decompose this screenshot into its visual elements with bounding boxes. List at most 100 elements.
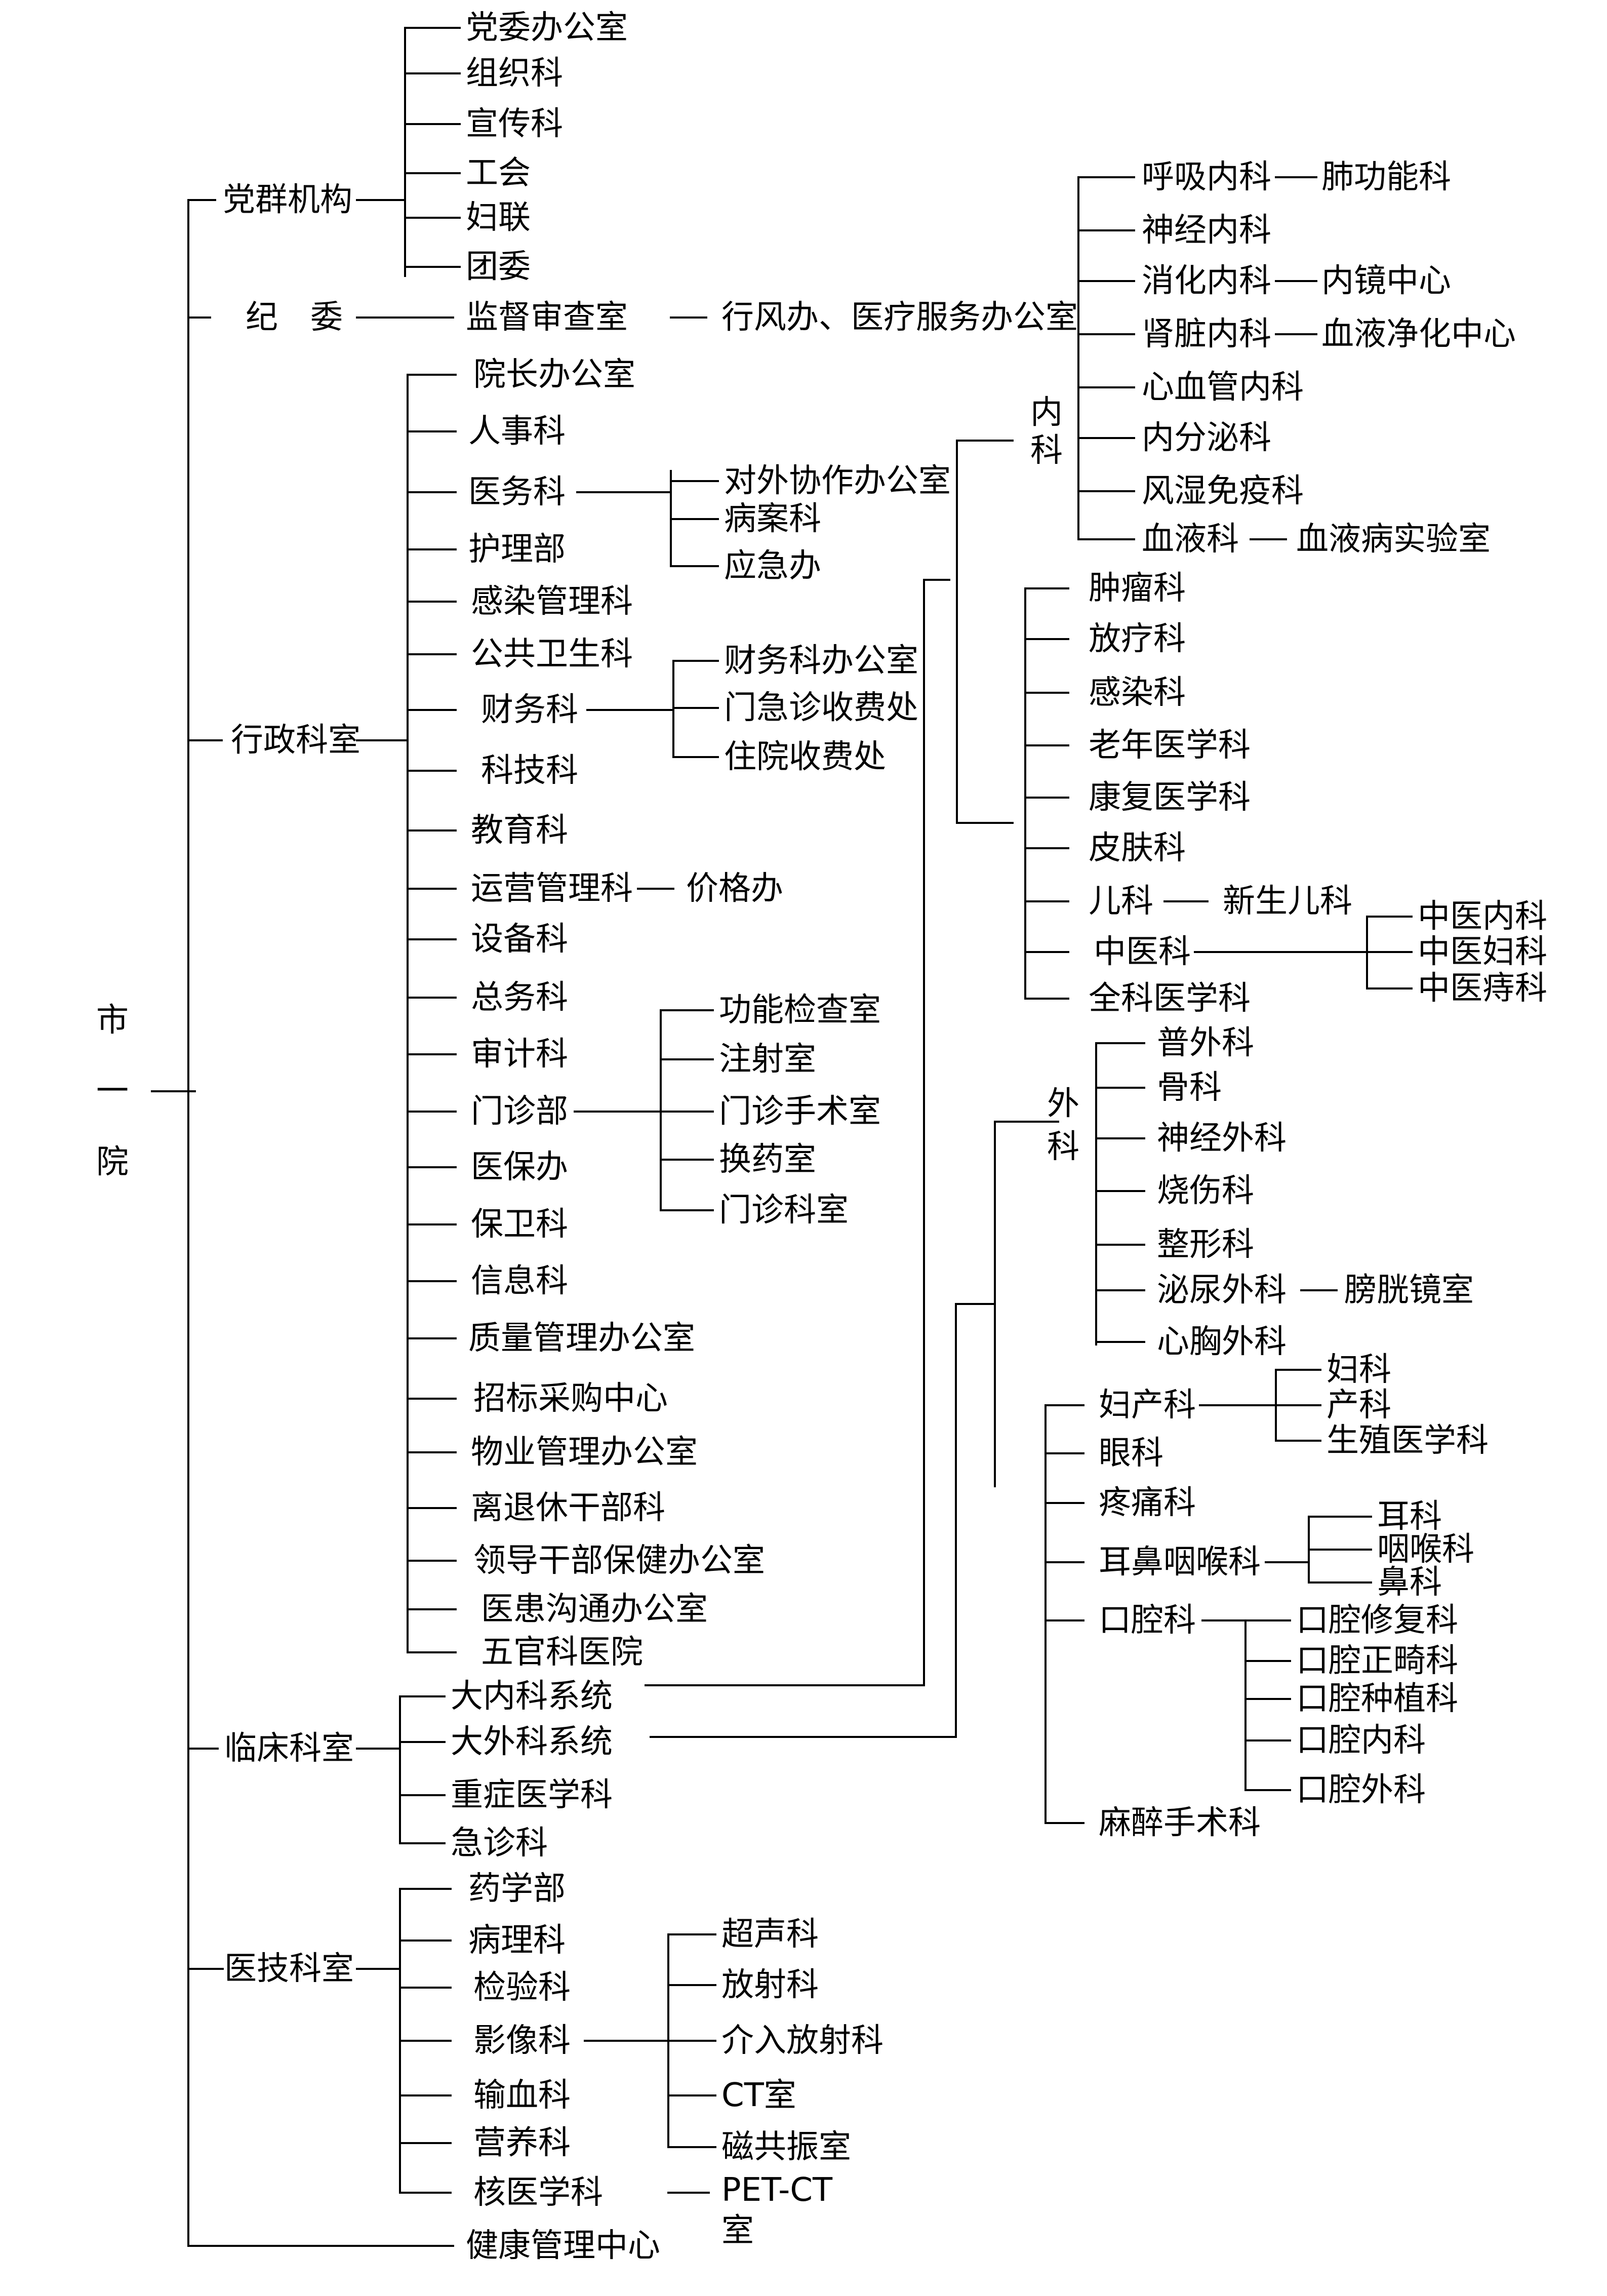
party-item: 妇联 [466, 199, 531, 236]
surgical-item: 心胸外科 [1157, 1323, 1287, 1361]
nuclear-sub: PET-CT [721, 2171, 833, 2209]
admin-item: 运营管理科 [471, 870, 633, 907]
admin-sub-item: 门诊科室 [719, 1192, 849, 1229]
imaging-sub: 超声科 [721, 1916, 819, 1953]
group-label: 临床科室 [224, 1730, 354, 1767]
internal-other-item: 儿科 [1089, 883, 1153, 920]
root-label: 一 [96, 1073, 129, 1110]
internal-sub: 内镜中心 [1321, 262, 1451, 300]
admin-sub-item: 对外协作办公室 [724, 462, 951, 500]
internal-label: 内 [1030, 394, 1063, 431]
dental-sub: 口腔修复科 [1296, 1602, 1458, 1639]
admin-item: 领导干部保健办公室 [473, 1542, 765, 1579]
nuclear-sub: 室 [721, 2212, 754, 2249]
obgyn-sub: 妇科 [1327, 1351, 1391, 1389]
surgical-other-item: 麻醉手术科 [1099, 1804, 1261, 1842]
internal-label: 科 [1030, 432, 1063, 469]
surgical-item: 骨科 [1157, 1069, 1222, 1106]
tcm-sub: 中医内科 [1418, 898, 1547, 935]
clinical-item: 重症医学科 [451, 1776, 613, 1814]
admin-sub-item: 换药室 [719, 1141, 816, 1178]
group-label: 健康管理中心 [466, 2227, 660, 2265]
surgical-item: 整形科 [1157, 1226, 1254, 1263]
group-label: 党群机构 [223, 181, 352, 219]
surgical-other-item: 口腔科 [1099, 1602, 1196, 1639]
clinical-item: 大内科系统 [451, 1678, 613, 1715]
surgical-other-item: 疼痛科 [1099, 1484, 1196, 1522]
internal-other-item: 康复医学科 [1089, 779, 1251, 816]
surgical-item: 泌尿外科 [1157, 1272, 1287, 1309]
internal-other-item: 感染科 [1089, 674, 1186, 711]
ent-sub: 耳科 [1377, 1498, 1442, 1535]
admin-sub-item: 价格办 [686, 870, 783, 907]
internal-sub: 肺功能科 [1321, 159, 1451, 196]
imaging-sub: 放射科 [721, 1966, 819, 2004]
admin-item: 教育科 [471, 812, 568, 849]
admin-item: 护理部 [468, 531, 566, 568]
internal-other-item: 中医科 [1094, 933, 1191, 971]
admin-sub-item: 住院收费处 [724, 738, 886, 776]
group-label: 医技科室 [224, 1950, 354, 1988]
medtech-item: 检验科 [473, 1969, 571, 2006]
party-item: 工会 [466, 154, 531, 192]
internal-item: 血液科 [1142, 521, 1239, 558]
surgical-label: 科 [1047, 1128, 1079, 1166]
internal-item: 肾脏内科 [1142, 315, 1271, 353]
internal-sub: 血液病实验室 [1296, 521, 1491, 558]
medtech-item: 输血科 [473, 2077, 571, 2114]
surgical-item: 神经外科 [1157, 1120, 1287, 1157]
admin-sub-item: 财务科办公室 [724, 642, 918, 680]
admin-item: 感染管理科 [471, 583, 633, 620]
imaging-sub: CT室 [721, 2077, 796, 2114]
discipline-item: 监督审查室 [466, 299, 628, 336]
clinical-item: 急诊科 [451, 1825, 548, 1862]
medtech-item: 药学部 [468, 1870, 566, 1908]
ent-sub: 鼻科 [1377, 1564, 1442, 1601]
medtech-item: 病理科 [468, 1922, 566, 1959]
party-item: 党委办公室 [466, 9, 628, 47]
internal-other-item: 全科医学科 [1089, 980, 1251, 1017]
admin-item: 招标采购中心 [473, 1380, 668, 1417]
admin-item: 五官科医院 [481, 1634, 643, 1671]
connector-lines [151, 27, 1413, 2247]
dental-sub: 口腔外科 [1296, 1771, 1426, 1809]
surgical-other-item: 耳鼻咽喉科 [1099, 1543, 1261, 1581]
tcm-sub: 中医妇科 [1418, 933, 1547, 971]
imaging-sub: 磁共振室 [721, 2128, 851, 2166]
admin-item: 门诊部 [471, 1093, 568, 1130]
admin-item: 医保办 [471, 1149, 568, 1186]
admin-item: 公共卫生科 [471, 636, 633, 673]
dental-sub: 口腔正畸科 [1296, 1642, 1458, 1680]
admin-item: 审计科 [471, 1036, 568, 1073]
admin-item: 保卫科 [471, 1206, 568, 1243]
internal-other-item: 肿瘤科 [1089, 570, 1186, 607]
surgical-label: 外 [1047, 1085, 1079, 1123]
internal-item: 呼吸内科 [1142, 159, 1271, 196]
surgical-item: 普外科 [1157, 1024, 1254, 1062]
admin-item: 总务科 [471, 979, 568, 1016]
obgyn-sub: 生殖医学科 [1327, 1422, 1489, 1459]
admin-item: 质量管理办公室 [468, 1320, 695, 1357]
admin-sub-item: 注射室 [719, 1041, 816, 1078]
imaging-sub: 介入放射科 [721, 2022, 883, 2060]
dental-sub: 口腔内科 [1296, 1722, 1426, 1759]
internal-item: 神经内科 [1142, 212, 1271, 249]
obgyn-sub: 产科 [1327, 1387, 1391, 1424]
admin-sub-item: 应急办 [724, 547, 821, 585]
medtech-item: 影像科 [473, 2022, 571, 2060]
root-label: 院 [96, 1143, 129, 1181]
group-label: 行政科室 [231, 722, 360, 759]
clinical-item: 大外科系统 [451, 1723, 613, 1761]
admin-item: 科技科 [481, 752, 578, 789]
internal-other-item: 皮肤科 [1089, 829, 1186, 867]
admin-item: 财务科 [481, 691, 578, 729]
admin-sub-item: 功能检查室 [719, 992, 881, 1029]
admin-item: 医患沟通办公室 [481, 1591, 708, 1628]
internal-item: 内分泌科 [1142, 419, 1271, 457]
root-label: 市 [96, 1002, 129, 1039]
admin-sub-item: 门诊手术室 [719, 1093, 881, 1130]
admin-item: 设备科 [471, 921, 568, 958]
pediatrics-sub: 新生儿科 [1223, 883, 1352, 920]
